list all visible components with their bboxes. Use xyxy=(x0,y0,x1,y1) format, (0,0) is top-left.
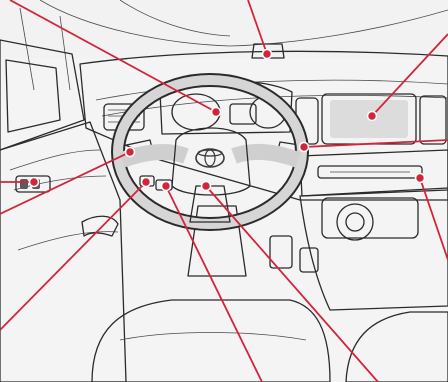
callout-dot-4 xyxy=(126,148,135,157)
center-console xyxy=(300,188,448,310)
callout-dot-6 xyxy=(416,174,425,183)
callout-line-4 xyxy=(0,152,130,214)
center-console-shifter xyxy=(337,204,373,240)
callout-dot-9 xyxy=(142,178,151,187)
callout-dot-3 xyxy=(368,112,377,121)
callout-dot-10 xyxy=(162,182,171,191)
driver-seat xyxy=(92,300,330,382)
passenger-seat xyxy=(346,312,448,382)
callout-dot-5 xyxy=(300,143,309,152)
callout-line-11 xyxy=(206,186,378,382)
callout-dot-2 xyxy=(212,108,221,117)
callout-dot-1 xyxy=(263,50,272,59)
callout-dot-11 xyxy=(202,182,211,191)
callout-dot-7 xyxy=(30,178,39,187)
